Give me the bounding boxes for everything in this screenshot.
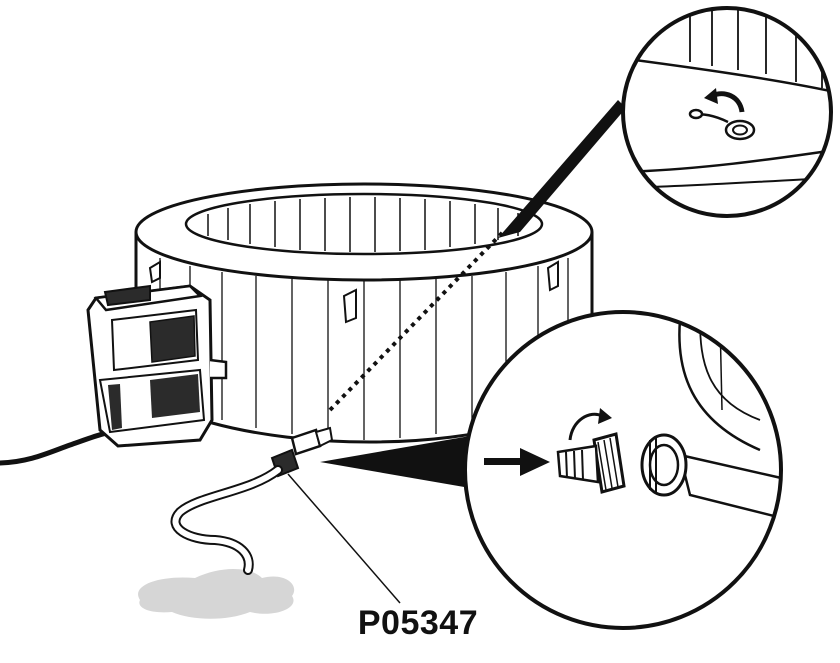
top-callout-pointer — [498, 100, 626, 238]
callout-dotted-line — [328, 228, 507, 412]
hot-tub — [134, 182, 594, 444]
garden-hose — [170, 465, 283, 575]
drain-valve-cap-detail — [621, 6, 833, 218]
bottom-callout-pointer — [320, 436, 470, 488]
pump-unit — [86, 284, 228, 448]
water-puddle — [138, 569, 295, 619]
insert-arrow-icon — [484, 448, 550, 476]
drain-adapter — [270, 426, 334, 478]
part-leader-line — [287, 473, 401, 604]
hose-adapter-connection-detail — [463, 310, 783, 630]
rotate-cw-arrow-icon — [568, 412, 603, 441]
part-number-label: P05347 — [357, 604, 479, 642]
